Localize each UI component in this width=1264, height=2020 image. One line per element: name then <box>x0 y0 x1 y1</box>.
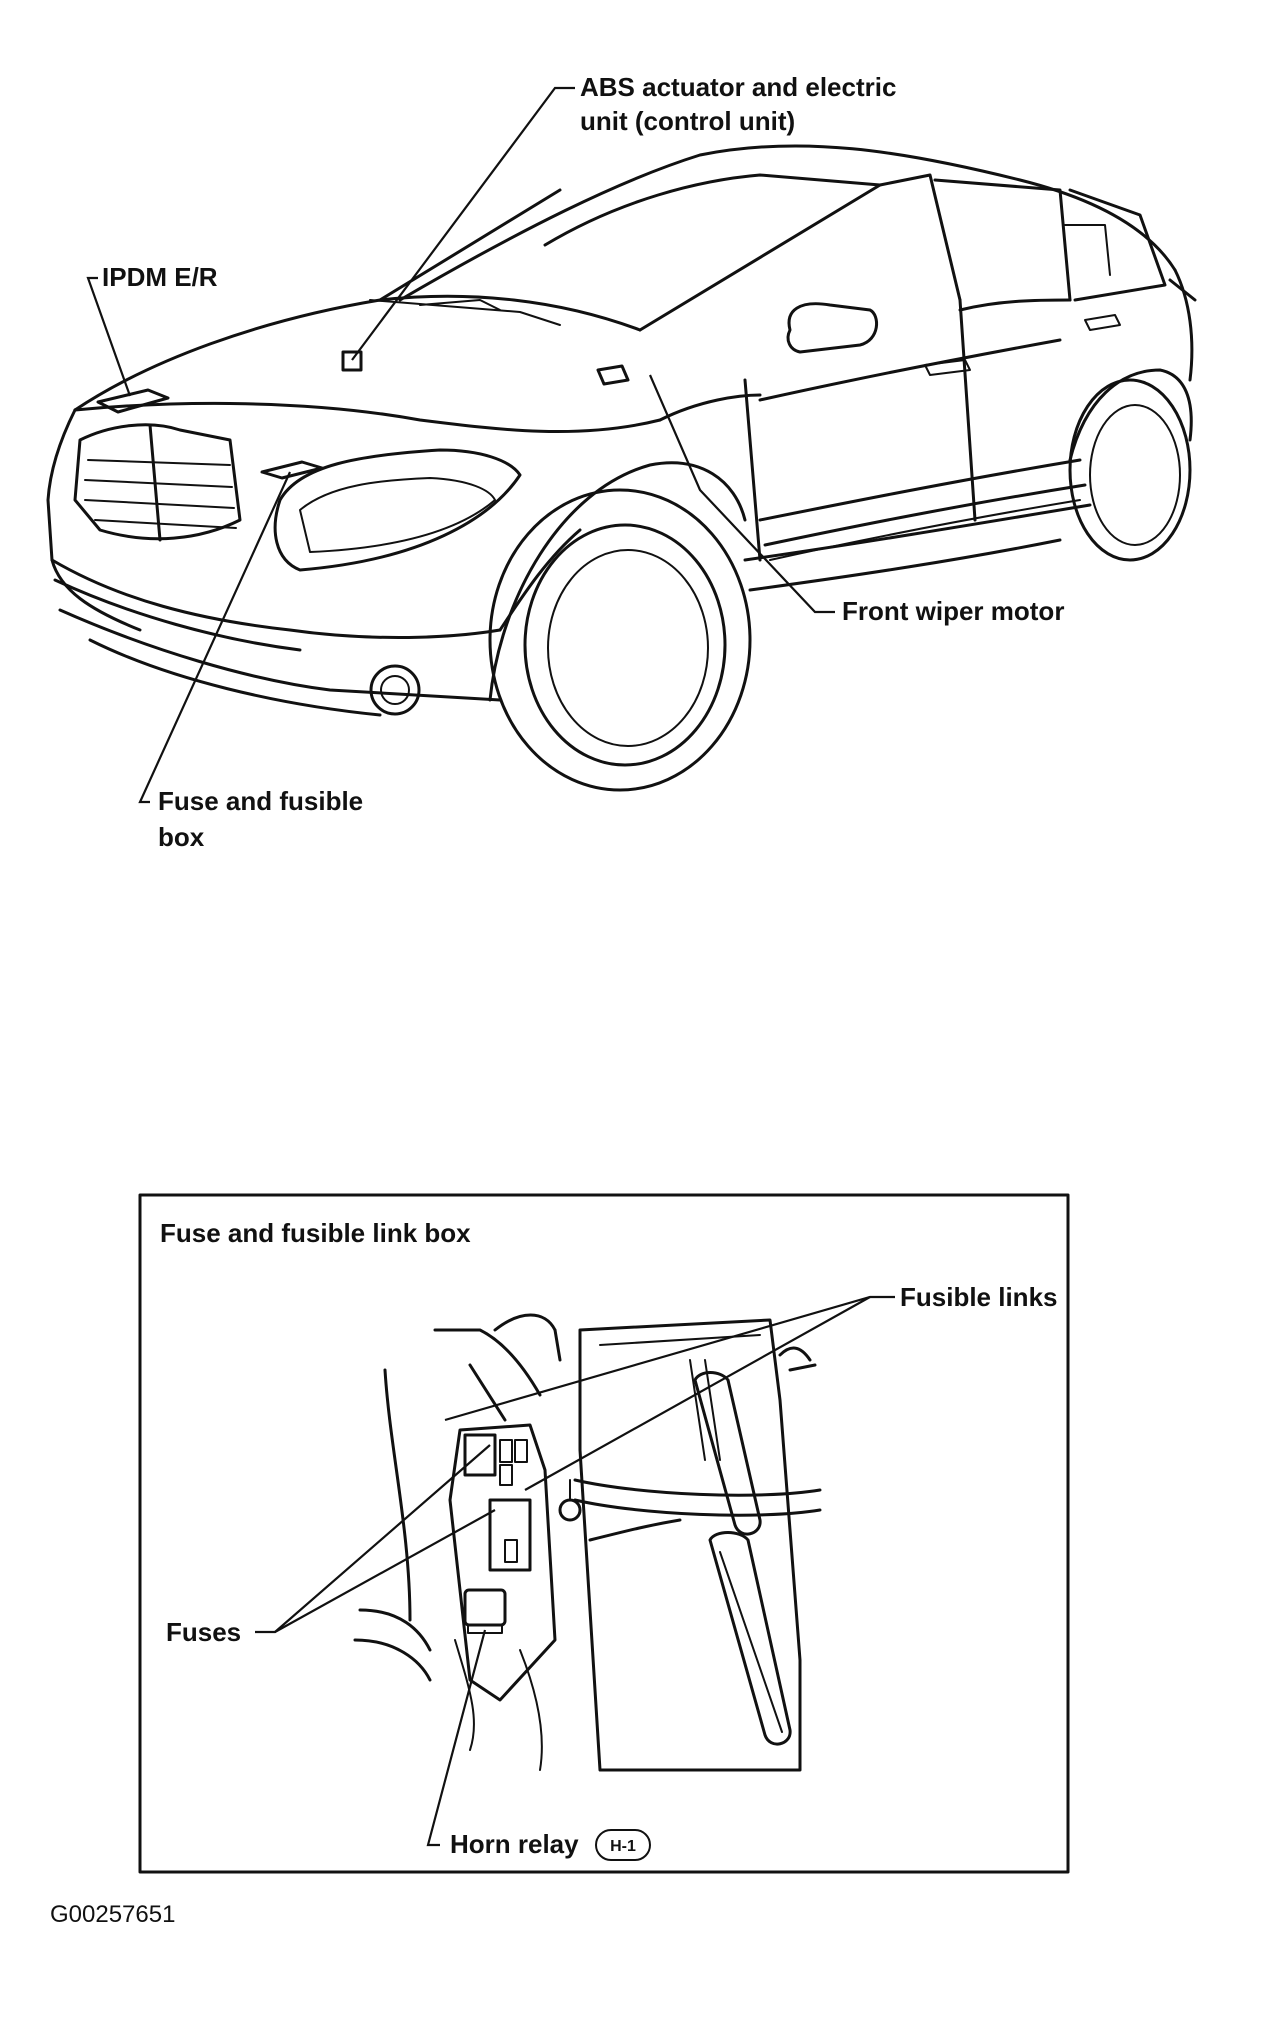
front-wiper-label: Front wiper motor <box>842 596 1064 626</box>
abs-marker <box>341 350 363 372</box>
fuse-box-label-line2: box <box>158 822 205 852</box>
fuses-label: Fuses <box>166 1617 241 1647</box>
horn-relay-badge: H-1 <box>595 1829 651 1861</box>
component-markers <box>96 350 630 480</box>
detail-panel-frame <box>138 1193 1070 1874</box>
abs-label-line2: unit (control unit) <box>580 106 795 136</box>
horn-relay-label: Horn relay <box>450 1829 579 1859</box>
fuse-box-marker <box>260 460 324 480</box>
fusible-links-label: Fusible links <box>900 1282 1058 1312</box>
car-leader-lines <box>86 86 835 804</box>
abs-label-line1: ABS actuator and electric <box>580 72 896 102</box>
ipdm-marker <box>96 388 170 414</box>
fuse-box-detail-panel: Fuse and fusible link box <box>138 1193 1070 1874</box>
engine-bay-drawing <box>353 1313 822 1772</box>
detail-panel-title: Fuse and fusible link box <box>160 1218 471 1248</box>
figure-id: G00257651 <box>50 1901 175 1928</box>
ipdm-label: IPDM E/R <box>102 262 218 292</box>
detail-leader-lines <box>255 1295 895 1847</box>
fuse-box-label-line1: Fuse and fusible <box>158 786 363 816</box>
car-illustration <box>46 144 1197 792</box>
car-callout-labels: ABS actuator and electric unit (control … <box>102 72 1064 852</box>
horn-relay-badge-text: H-1 <box>610 1838 636 1855</box>
wiper-marker <box>596 364 630 386</box>
